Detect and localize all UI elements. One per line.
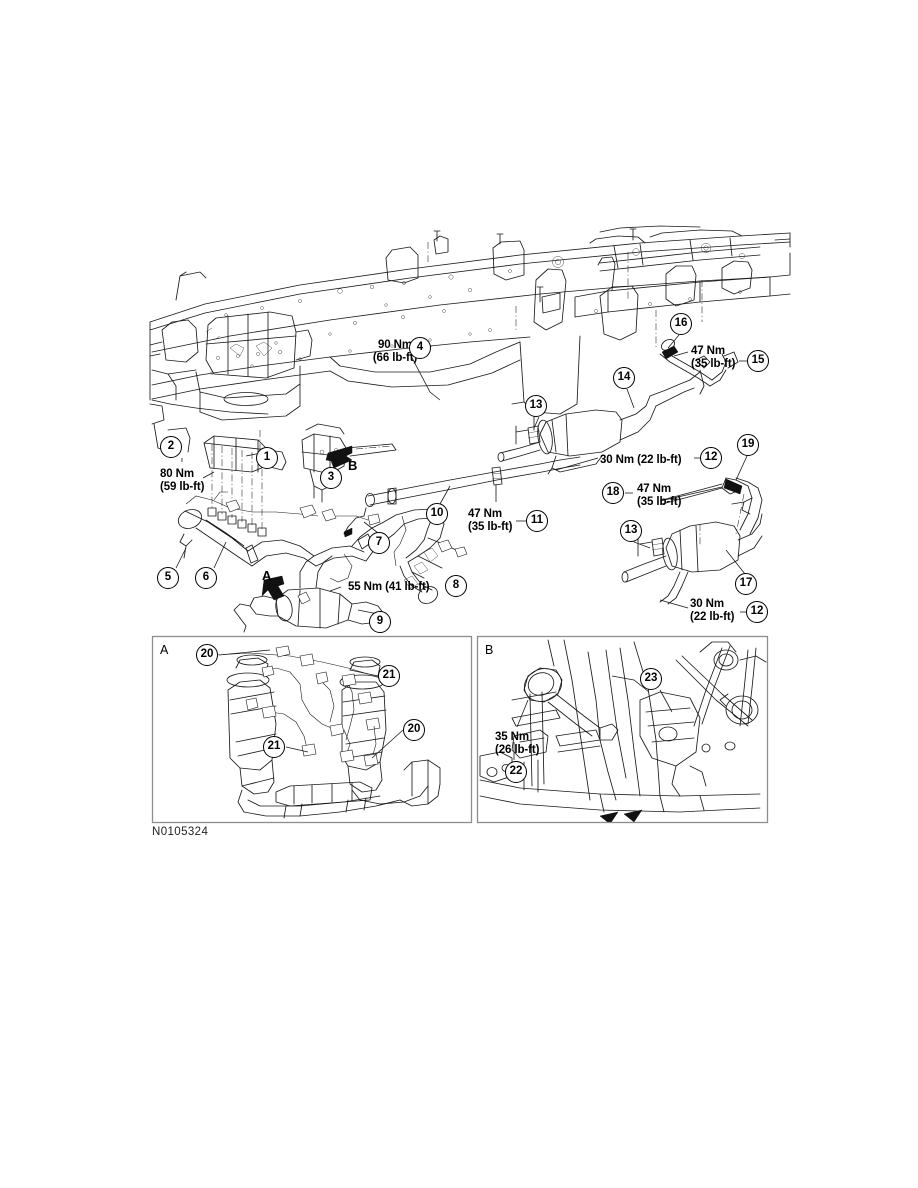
section-marker-a: A (262, 568, 272, 583)
transmission-and-front-structure (149, 271, 313, 453)
panel-a-callout-21[interactable]: 21 (378, 665, 400, 687)
callout-12[interactable]: 12 (746, 601, 768, 623)
main-muffler-assembly (497, 395, 657, 475)
part-1-bracket-assembly (203, 435, 287, 537)
callout-4[interactable]: 4 (409, 337, 431, 359)
detail-panel-b-border (476, 635, 769, 824)
callout-11[interactable]: 11 (526, 510, 548, 532)
rear-muffler-assembly (621, 477, 763, 605)
tailpipe-over-axle-assembly (649, 339, 739, 407)
detail-panel-b-drawing (479, 639, 767, 822)
panel-a-callout-20[interactable]: 20 (196, 644, 218, 666)
torque-label-t80: 80 Nm (59 lb-ft) (160, 468, 205, 493)
callout-3[interactable]: 3 (320, 467, 342, 489)
section-arrow-A (261, 575, 285, 601)
callout-15[interactable]: 15 (747, 350, 769, 372)
figure-id: N0105324 (152, 826, 209, 838)
callout-17[interactable]: 17 (735, 573, 757, 595)
callout-13[interactable]: 13 (620, 520, 642, 542)
callout-8[interactable]: 8 (445, 575, 467, 597)
callout-12[interactable]: 12 (700, 447, 722, 469)
section-arrow-B (325, 445, 353, 469)
torque-label-t30a: 30 Nm (22 lb-ft) (600, 454, 682, 466)
callout-10[interactable]: 10 (426, 503, 448, 525)
torque-label-t47a: 47 Nm (35 lb-ft) (691, 345, 736, 370)
torque-label-t35: 35 Nm (26 lb-ft) (495, 731, 540, 756)
callout-1[interactable]: 1 (256, 447, 278, 469)
callout-5[interactable]: 5 (157, 567, 179, 589)
callout-6[interactable]: 6 (195, 567, 217, 589)
callout-18[interactable]: 18 (602, 482, 624, 504)
torque-label-t47b: 47 Nm (35 lb-ft) (468, 508, 513, 533)
leader-lines (175, 334, 748, 760)
front-pipe-catalyst-assembly (177, 491, 468, 633)
detail-panel-a-letter: A (160, 643, 169, 657)
detail-panel-a-border (151, 635, 473, 824)
callout-19[interactable]: 19 (737, 434, 759, 456)
callout-16[interactable]: 16 (670, 313, 692, 335)
callout-2[interactable]: 2 (160, 436, 182, 458)
detail-panel-b-letter: B (485, 643, 494, 657)
torque-label-t55: 55 Nm (41 lb-ft) (348, 581, 430, 593)
section-marker-b: B (348, 458, 358, 473)
callout-9[interactable]: 9 (369, 611, 391, 633)
panel-b-callout-22[interactable]: 22 (505, 761, 527, 783)
panel-a-callout-21[interactable]: 21 (263, 736, 285, 758)
panel-a-callout-20[interactable]: 20 (403, 719, 425, 741)
callout-13[interactable]: 13 (525, 395, 547, 417)
callout-14[interactable]: 14 (613, 367, 635, 389)
panel-b-callout-23[interactable]: 23 (640, 668, 662, 690)
frame-rail-assembly (149, 225, 791, 431)
torque-label-t47c: 47 Nm (35 lb-ft) (637, 483, 682, 508)
torque-label-t30b: 30 Nm (22 lb-ft) (690, 598, 735, 623)
callout-7[interactable]: 7 (368, 532, 390, 554)
